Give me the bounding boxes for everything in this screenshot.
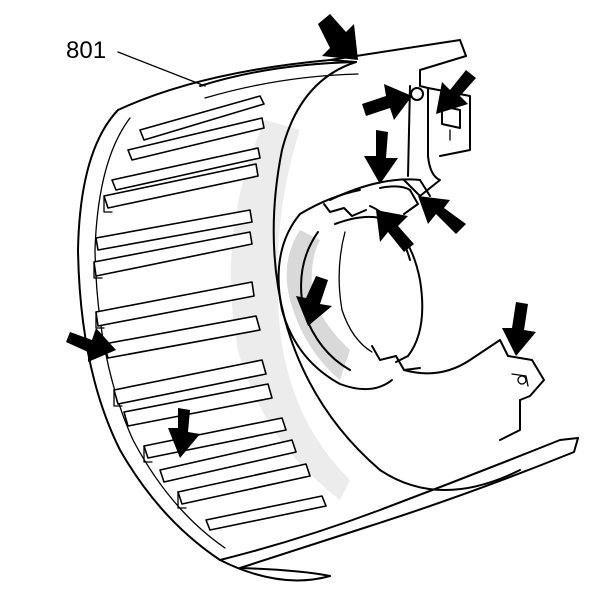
arrow-icon (502, 302, 536, 356)
snap-ring-bracket (403, 55, 471, 197)
arrow-icon (376, 210, 414, 252)
arrow-icon (168, 408, 200, 458)
center-hub (277, 178, 545, 441)
arrow-icon (66, 328, 116, 362)
retaining-pin (410, 87, 424, 101)
callout-leader-line (117, 51, 206, 87)
arrow-icon (362, 84, 412, 120)
arrow-icon (418, 196, 466, 234)
callout-label: 801 (66, 37, 106, 64)
drum-splines (93, 95, 327, 531)
arrow-icon (436, 70, 476, 114)
arrow-icon (318, 14, 358, 60)
arrow-icon (364, 130, 398, 184)
indicator-arrows (66, 14, 536, 458)
arrow-icon (296, 276, 332, 326)
